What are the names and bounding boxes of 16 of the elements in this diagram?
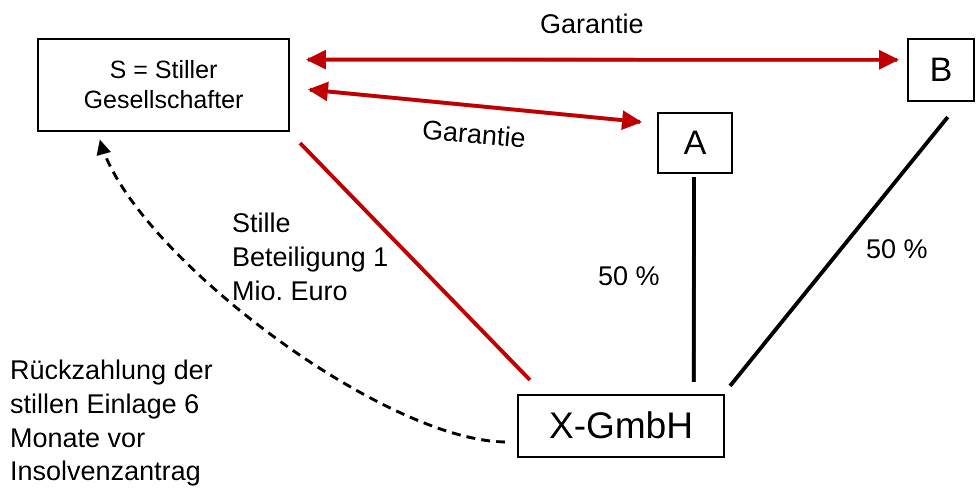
entity-box: X-GmbH — [517, 394, 725, 458]
entity-box: B — [907, 38, 975, 102]
dashed-arrow — [98, 140, 506, 444]
connector-line — [728, 116, 950, 388]
double-arrow — [308, 82, 642, 130]
edge-label: Garantie — [420, 114, 527, 156]
connector-line — [692, 177, 696, 382]
edge-label: Stille Beteiligung 1 Mio. Euro — [232, 207, 390, 308]
edge-label: Garantie — [540, 8, 644, 41]
entity-box: S = Stiller Gesellschafter — [37, 38, 290, 132]
connector-line — [298, 142, 532, 382]
entity-box: A — [657, 112, 733, 174]
edge-label: Rückzahlung der stillen Einlage 6 Monate vor Insolvenzantrag — [10, 354, 214, 488]
edge-label: 50 % — [598, 260, 660, 293]
double-arrow — [306, 50, 899, 70]
edge-label: 50 % — [866, 233, 928, 266]
